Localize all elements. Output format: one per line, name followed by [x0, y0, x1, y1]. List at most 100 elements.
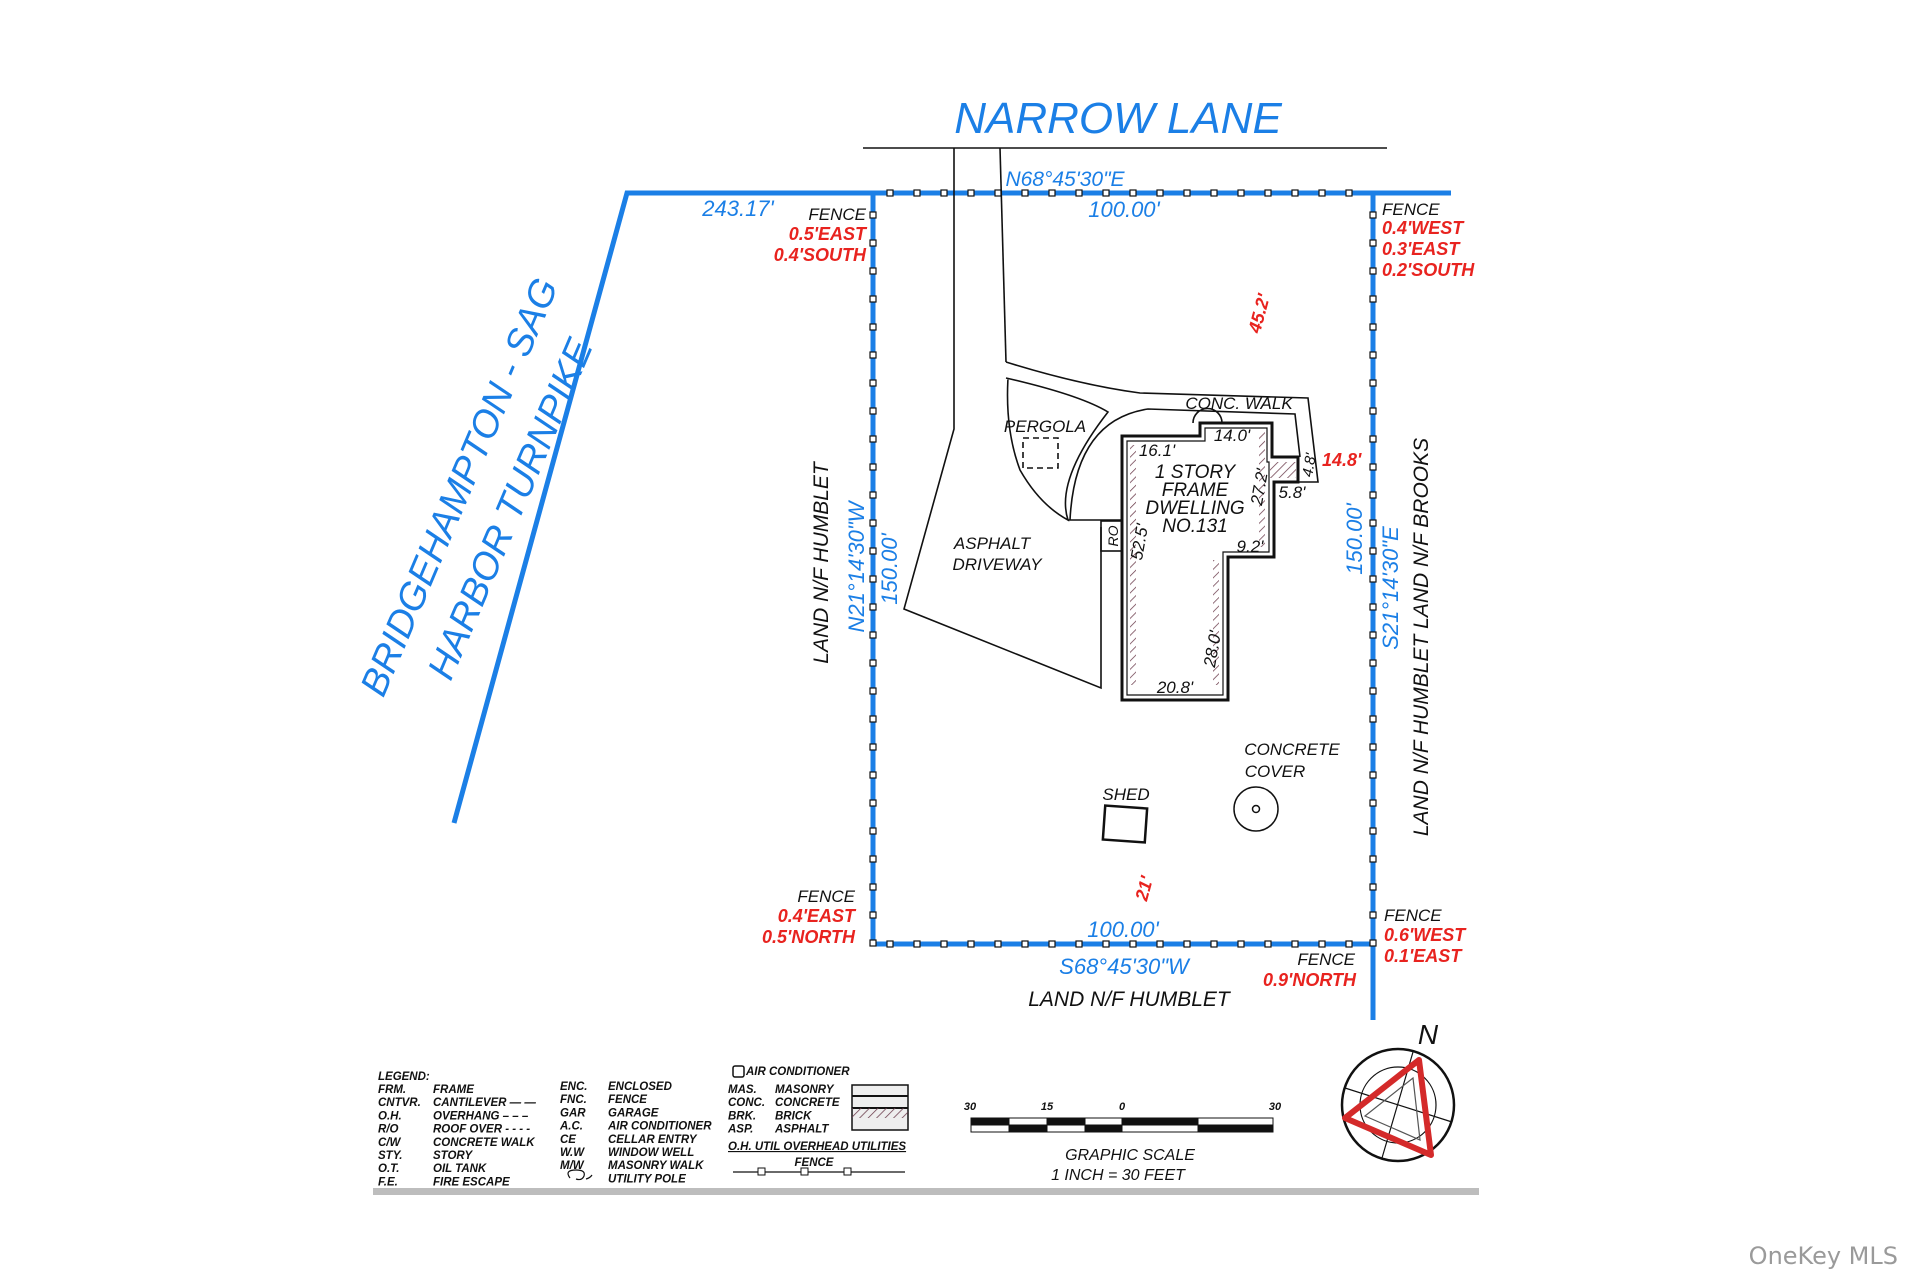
legend-meaning: GARAGE	[608, 1107, 659, 1119]
svg-text:0.2'SOUTH: 0.2'SOUTH	[1382, 260, 1475, 280]
svg-text:30: 30	[1269, 1101, 1282, 1113]
svg-text:0.1'EAST: 0.1'EAST	[1384, 946, 1463, 966]
fence-post	[869, 771, 877, 779]
legend-meaning: STORY	[433, 1150, 474, 1162]
svg-text:16.1': 16.1'	[1139, 441, 1176, 460]
pergola-label: PERGOLA	[1004, 417, 1086, 436]
legend-abbr: C/W	[378, 1137, 402, 1149]
driveway-label-2: DRIVEWAY	[952, 555, 1043, 574]
fence-post	[869, 323, 877, 331]
fence-post	[1237, 940, 1245, 948]
fence-post	[1102, 189, 1110, 197]
walk-outer	[1005, 361, 1319, 483]
fence-post	[1210, 189, 1218, 197]
legend-abbr: F.E.	[378, 1176, 398, 1188]
fence-post	[1369, 939, 1377, 947]
svg-text:4.8': 4.8'	[1299, 451, 1320, 478]
scale-segment	[1121, 1117, 1199, 1126]
svg-text:FRAME: FRAME	[1162, 480, 1229, 501]
east-bearing: S21°14'30"E	[1378, 526, 1403, 650]
legend-meaning: ASPHALT	[774, 1124, 829, 1136]
legend-abbr: BRK.	[728, 1110, 756, 1122]
front-length: 100.00'	[1088, 197, 1160, 222]
legend-meaning: BRICK	[775, 1110, 812, 1122]
walk-label: CONC. WALK	[1185, 394, 1293, 413]
fence-note-se: FENCE 0.6'WEST 0.1'EAST	[1384, 906, 1467, 966]
svg-text:FENCE: FENCE	[808, 205, 866, 224]
legend-abbr: FNC.	[560, 1094, 587, 1106]
fence-post	[913, 940, 921, 948]
legend-abbr: CNTVR.	[378, 1097, 421, 1109]
west-length: 150.00'	[877, 532, 902, 604]
fence-post	[1075, 189, 1083, 197]
scale-segment	[970, 1124, 1010, 1133]
scale-segment	[1121, 1124, 1199, 1133]
fence-post	[1264, 189, 1272, 197]
legend-abbr: M/W	[560, 1160, 585, 1172]
svg-text:1 STORY: 1 STORY	[1155, 462, 1237, 483]
svg-text:DWELLING: DWELLING	[1145, 498, 1244, 519]
west-neighbor: LAND N/F HUMBLET	[810, 460, 833, 664]
pergola-box	[1022, 437, 1059, 469]
fence-post	[869, 463, 877, 471]
fence-post	[1369, 687, 1377, 695]
fence-post	[1210, 940, 1218, 948]
shed-label: SHED	[1102, 785, 1149, 804]
fence-post	[869, 239, 877, 247]
fence-post	[1021, 940, 1029, 948]
front-bearing: N68°45'30"E	[1005, 168, 1125, 191]
legend-abbr: GAR	[560, 1107, 586, 1119]
scale-segment	[1197, 1117, 1274, 1126]
fence-post	[1129, 940, 1137, 948]
legend-abbr: O.T.	[378, 1163, 400, 1175]
fence-post	[869, 855, 877, 863]
fence-post	[967, 189, 975, 197]
fence-post	[994, 189, 1002, 197]
shed	[1101, 804, 1149, 844]
boundary-lines	[451, 190, 1451, 1020]
fence-post	[1369, 267, 1377, 275]
fence-post	[869, 799, 877, 807]
legend-abbr: O.H.	[378, 1110, 402, 1122]
fence-post	[1369, 295, 1377, 303]
fence-post	[940, 940, 948, 948]
svg-text:GRAPHIC SCALE: GRAPHIC SCALE	[1065, 1147, 1195, 1164]
legend-meaning: ENCLOSED	[608, 1081, 672, 1093]
fence-note-nw: FENCE 0.5'EAST 0.4'SOUTH	[774, 205, 868, 265]
south-bearing: S68°45'30"W	[1059, 954, 1191, 979]
fence-post	[869, 575, 877, 583]
fence-post	[869, 911, 877, 919]
fence-post	[913, 189, 921, 197]
walk-inner	[1069, 408, 1301, 521]
fence-post	[869, 687, 877, 695]
fence-post	[1291, 189, 1299, 197]
fence-post	[869, 267, 877, 275]
svg-text:0.4'WEST: 0.4'WEST	[1382, 218, 1465, 238]
fence-post	[1318, 940, 1326, 948]
bottom-rule	[373, 1188, 1479, 1195]
svg-text:NO.131: NO.131	[1162, 516, 1227, 537]
svg-text:LEGEND:: LEGEND:	[378, 1071, 430, 1083]
legend-meaning: MASONRY	[775, 1084, 835, 1096]
fence-post	[1369, 743, 1377, 751]
fence-post	[869, 743, 877, 751]
legend-abbr: STY.	[378, 1150, 403, 1162]
fence-post	[869, 715, 877, 723]
scale-segment	[1084, 1117, 1123, 1126]
fence-post	[869, 659, 877, 667]
fence-post	[1369, 351, 1377, 359]
fence-post	[869, 407, 877, 415]
fence-post	[1264, 940, 1272, 948]
fence-post	[1369, 547, 1377, 555]
fence-post	[1369, 911, 1377, 919]
south-length: 100.00'	[1087, 917, 1159, 942]
svg-text:5.8': 5.8'	[1279, 483, 1307, 502]
fence-post	[1369, 491, 1377, 499]
fence-post	[1369, 855, 1377, 863]
legend-meaning: WINDOW WELL	[608, 1147, 694, 1159]
svg-text:0.6'WEST: 0.6'WEST	[1384, 925, 1467, 945]
fence-post	[1345, 940, 1353, 948]
fence-post	[1369, 603, 1377, 611]
utility-pole-icon	[567, 1169, 593, 1181]
